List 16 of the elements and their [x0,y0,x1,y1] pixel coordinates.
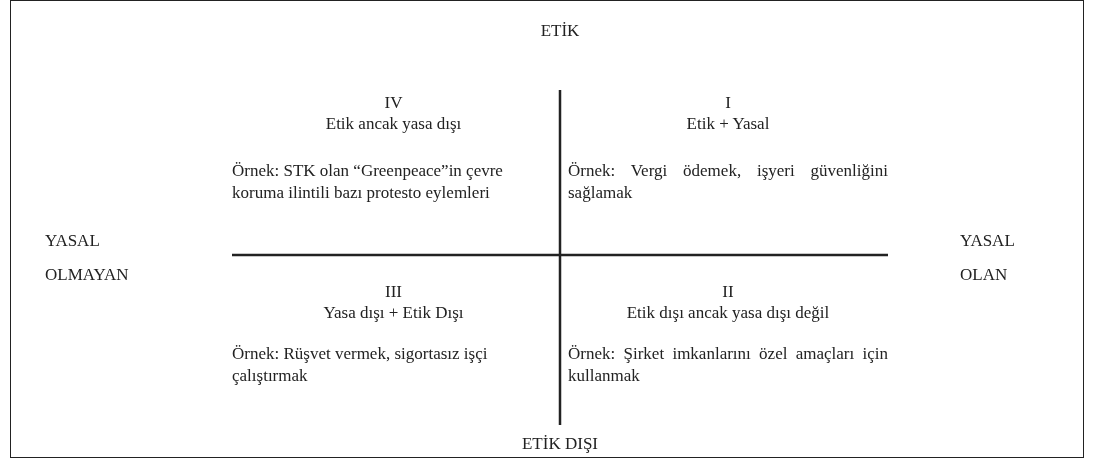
quadrant-number: I [724,92,732,114]
quadrant-number: II [721,281,735,303]
quadrant-title: Yasa dışı + Etik Dışı [322,302,465,324]
example-text: Örnek: Şirket imkanlarını özel amaçları için kullanmak [568,343,888,387]
example-text: Örnek: STK olan “Greenpeace”in çevre koruma ilintili bazı protesto eylemleri [232,160,504,204]
example-text: Örnek: Rüşvet vermek, sigortasız işçi çalıştırmak [232,343,489,387]
quadrant-number: III [384,281,403,303]
axis-label: YASAL OLAN [960,230,1016,286]
example-text: Örnek: Vergi ödemek, işyeri güvenliğini sağlamak [568,160,888,204]
quadrant-title: Etik dışı ancak yasa dışı değil [625,302,831,324]
quadrant-title: Etik ancak yasa dışı [324,113,463,135]
axis-label: ETİK [539,20,581,42]
axis-label: ETİK DIŞI [521,433,599,455]
quadrant-title: Etik + Yasal [685,113,771,135]
quadrant-number: IV [383,92,404,114]
axis-label: YASAL OLMAYAN [45,230,130,286]
